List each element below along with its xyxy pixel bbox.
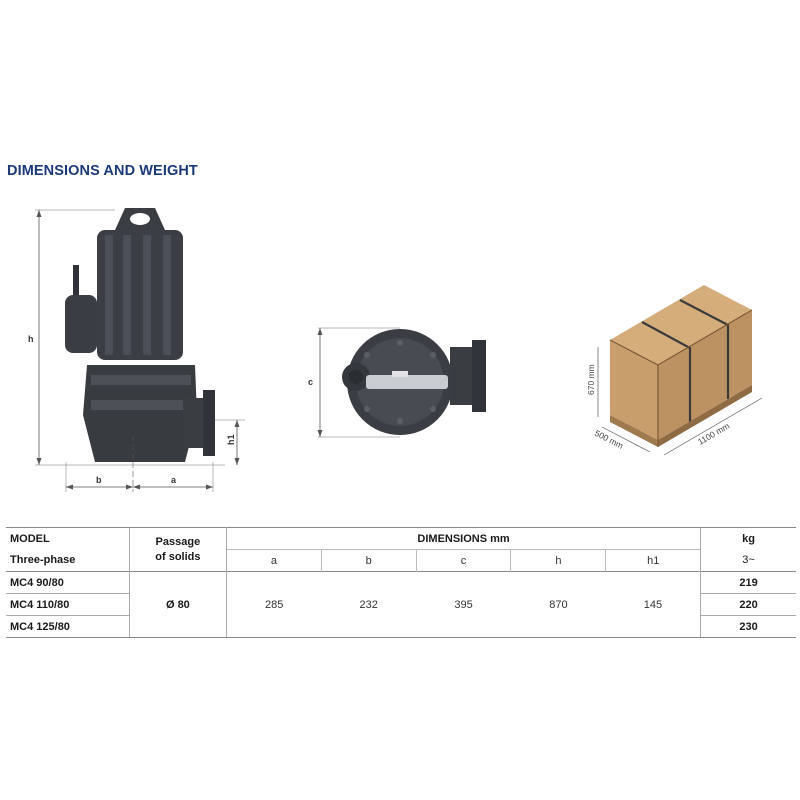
table-row: MC4 110/80 220 (6, 593, 796, 616)
h-label: h (28, 334, 34, 344)
dim-col-b: b (320, 549, 417, 572)
h1-label: h1 (226, 434, 236, 445)
weight-header: kg (700, 527, 796, 550)
table-row: MC4 125/80 230 (6, 615, 796, 638)
weight-value: 219 (700, 571, 796, 594)
dim-col-h1: h1 (605, 549, 701, 572)
crate-height-label: 670 mm (586, 364, 596, 395)
weight-value: 230 (700, 615, 796, 638)
model-name: MC4 125/80 (6, 615, 130, 638)
dim-b-value: 232 (321, 571, 417, 638)
dim-col-c: c (415, 549, 511, 572)
b-label: b (96, 475, 102, 485)
dim-col-h: h (510, 549, 606, 572)
passage-value: Ø 80 (128, 571, 227, 638)
dim-h-value: 870 (510, 571, 606, 638)
a-label: a (171, 475, 177, 485)
dimensions-header: DIMENSIONS mm (226, 527, 701, 550)
specs-table: MODEL Passage of solids DIMENSIONS mm kg… (6, 527, 796, 638)
model-name: MC4 110/80 (6, 593, 130, 616)
weight-value: 220 (700, 593, 796, 616)
page-title: DIMENSIONS AND WEIGHT (7, 163, 198, 179)
dim-a-value: 285 (226, 571, 322, 638)
dim-h1-value: 145 (605, 571, 701, 638)
table-row: MC4 90/80 Ø 80 285 232 395 870 145 219 (6, 571, 796, 638)
pump-top-view: c (308, 327, 486, 438)
pump-side-view: h h1 b a (28, 208, 245, 492)
passage-header: Passage of solids (128, 527, 227, 572)
shipping-crate: 670 mm 500 mm 1100 mm (586, 285, 763, 456)
crate-depth-label: 500 mm (593, 428, 625, 451)
dim-c-value: 395 (416, 571, 511, 638)
weight-subheader: 3~ (700, 549, 796, 572)
model-subheader: Three-phase (10, 554, 76, 567)
dim-col-a: a (226, 549, 322, 572)
c-label: c (308, 377, 313, 387)
model-header: MODEL (6, 527, 130, 550)
model-name: MC4 90/80 (6, 571, 130, 594)
